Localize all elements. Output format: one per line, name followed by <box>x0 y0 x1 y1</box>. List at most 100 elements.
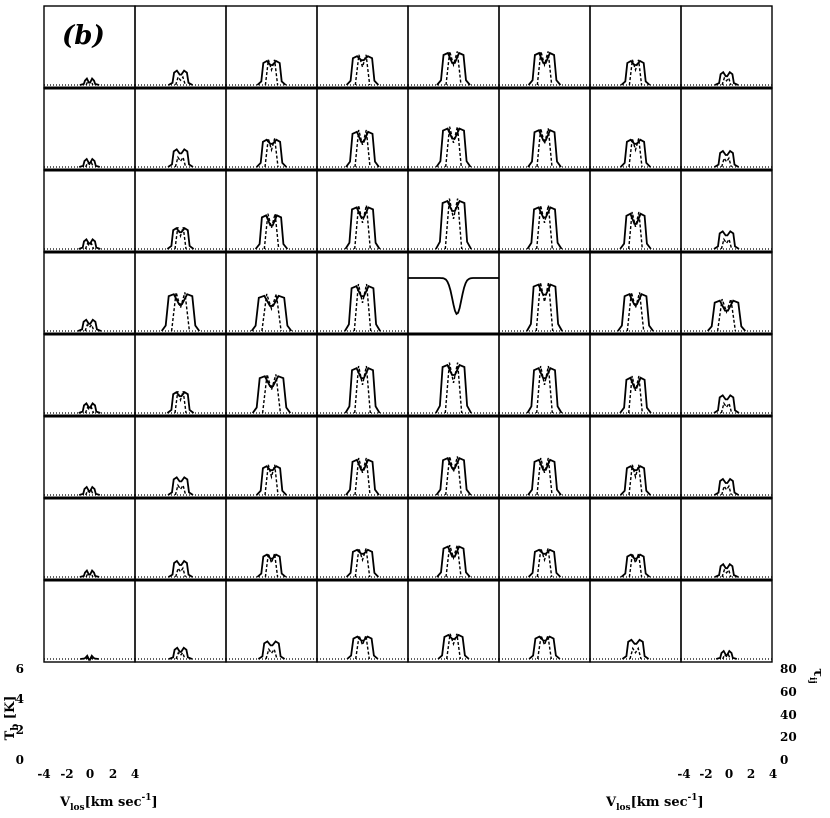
profile-solid-4-2 <box>251 375 292 414</box>
profile-solid-3-7 <box>707 299 746 332</box>
profile-solid-6-4 <box>436 545 471 578</box>
panel-5-4 <box>407 415 500 499</box>
panel-4-6 <box>589 333 682 417</box>
profile-dashed-7-2 <box>265 647 278 660</box>
profile-solid-0-7 <box>714 70 739 86</box>
profile-solid-4-6 <box>619 376 652 414</box>
panel-2-0 <box>43 169 136 253</box>
profile-solid-2-4 <box>435 199 472 250</box>
profile-dashed-3-2 <box>261 293 282 332</box>
profile-solid-0-5 <box>527 51 562 86</box>
profile-solid-1-4 <box>435 127 472 168</box>
panel-4-1 <box>134 333 227 417</box>
left-xtick--4: -4 <box>37 767 50 781</box>
profile-solid-4-7 <box>713 394 740 414</box>
profile-dashed-1-0 <box>85 161 94 168</box>
panel-0-6 <box>589 5 682 89</box>
right-ytick-20: 20 <box>780 730 797 744</box>
profile-solid-5-5 <box>527 458 562 496</box>
profile-dashed-3-6 <box>626 292 645 332</box>
panel-3-2 <box>225 251 318 335</box>
profile-dashed-5-4 <box>445 456 462 496</box>
profile-solid-2-7 <box>713 230 740 250</box>
profile-dashed-4-0 <box>84 406 95 414</box>
profile-dashed-4-3 <box>354 365 371 414</box>
panel-1-1 <box>134 87 227 171</box>
profile-dashed-0-7 <box>721 76 732 86</box>
panel-3-6 <box>589 251 682 335</box>
panel-7-7 <box>680 579 773 663</box>
panel-0-3 <box>316 5 409 89</box>
profile-dashed-7-7 <box>722 653 731 660</box>
profile-solid-5-7 <box>714 477 739 496</box>
profile-dashed-0-1 <box>175 75 186 86</box>
panel-3-0 <box>43 251 136 335</box>
profile-solid-6-5 <box>527 548 562 578</box>
right-ytick-60: 60 <box>780 685 797 699</box>
panel-2-2 <box>225 169 318 253</box>
left-xtick-2: 2 <box>109 767 117 781</box>
panel-7-5 <box>498 579 591 663</box>
profile-solid-4-0 <box>78 402 101 414</box>
panel-1-6 <box>589 87 682 171</box>
profile-solid-3-2 <box>250 294 293 332</box>
profile-solid-3-0 <box>77 318 102 332</box>
profile-dashed-1-1 <box>174 155 187 168</box>
profile-dashed-3-7 <box>716 298 737 332</box>
profile-dashed-6-1 <box>175 566 186 578</box>
profile-solid-1-6 <box>620 138 651 168</box>
profile-solid-0-2 <box>256 59 287 86</box>
profile-dashed-5-6 <box>628 464 643 496</box>
profile-dashed-5-0 <box>85 489 94 496</box>
profile-dashed-5-5 <box>536 457 553 496</box>
panel-5-1 <box>134 415 227 499</box>
profile-dashed-0-3 <box>354 54 371 86</box>
left-x-axis: -4 -2 0 2 4 Vlos[km sec-1] <box>37 767 157 813</box>
profile-solid-0-1 <box>168 69 193 86</box>
profile-solid-2-1 <box>166 227 195 250</box>
panel-3-7 <box>680 251 773 335</box>
left-ytick-2: 2 <box>16 723 24 737</box>
panel-3-3 <box>316 251 409 335</box>
profile-dashed-3-1 <box>170 292 191 332</box>
profile-dashed-6-6 <box>628 553 643 578</box>
profile-dashed-0-0 <box>85 80 94 86</box>
panel-5-5 <box>498 415 591 499</box>
right-xtick-4: 4 <box>769 767 777 781</box>
profile-solid-0-0 <box>79 77 100 86</box>
panel-0-1 <box>134 5 227 89</box>
profile-dashed-4-6 <box>628 375 643 414</box>
panel-1-7 <box>680 87 773 171</box>
panel-7-6 <box>589 579 682 663</box>
profile-solid-1-5 <box>527 129 562 168</box>
right-x-axis: -4 -2 0 2 4 Vlos[km sec-1] <box>605 767 777 813</box>
panel-1-5 <box>498 87 591 171</box>
profile-solid-7-2 <box>257 640 286 660</box>
profile-solid-6-3 <box>345 548 380 578</box>
profile-solid-7-1 <box>168 646 193 660</box>
profile-solid-5-2 <box>256 465 287 496</box>
profile-solid-3-3 <box>344 285 381 332</box>
profile-solid-2-0 <box>78 238 101 250</box>
panel-3-4 <box>407 251 500 335</box>
profile-dashed-6-4 <box>445 544 462 578</box>
profile-solid-7-5 <box>528 635 561 660</box>
panel-2-7 <box>680 169 773 253</box>
left-y-axis-label: Tb [K] <box>3 696 21 741</box>
profile-dashed-5-3 <box>354 457 371 496</box>
profile-dashed-5-2 <box>264 464 279 496</box>
profile-solid-1-2 <box>256 138 287 168</box>
profile-solid-3-1 <box>160 293 201 332</box>
profile-dashed-2-6 <box>628 211 643 250</box>
panel-4-3 <box>316 333 409 417</box>
profile-dashed-4-5 <box>536 365 553 414</box>
right-y-axis: 0 20 40 60 80 τij <box>780 662 825 767</box>
profile-dashed-1-7 <box>721 156 732 168</box>
left-ytick-4: 4 <box>16 692 24 706</box>
profile-solid-7-3 <box>346 635 379 660</box>
panel-7-0 <box>43 579 136 663</box>
tau-line-center <box>408 277 499 316</box>
profile-solid-5-1 <box>167 476 194 496</box>
profile-dashed-7-4 <box>446 633 461 660</box>
